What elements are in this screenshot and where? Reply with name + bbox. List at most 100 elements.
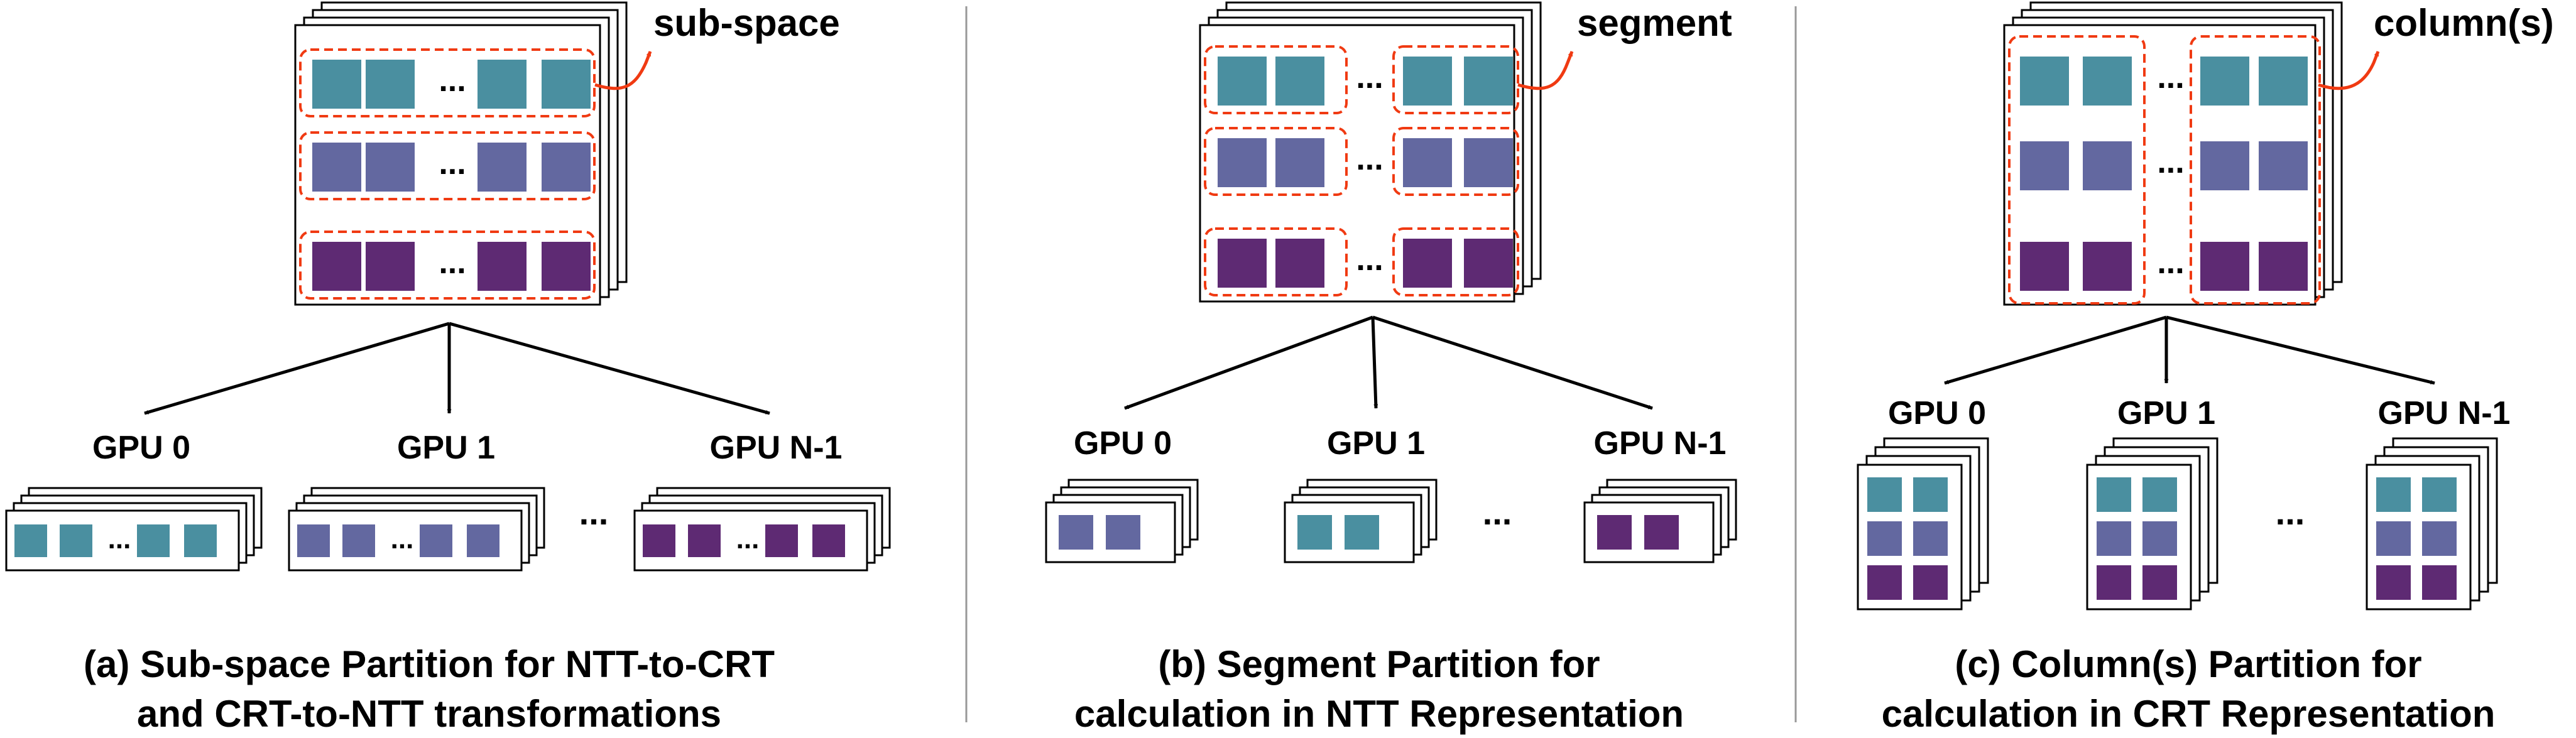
cell: [2142, 477, 2177, 512]
cell: [2200, 141, 2249, 190]
cell: [643, 524, 675, 557]
cell: [1597, 515, 1632, 550]
cell: [542, 242, 591, 291]
cell: [60, 524, 92, 557]
cell: [1464, 138, 1513, 187]
cell: [1345, 515, 1379, 550]
segment-partition-left: [1204, 45, 1348, 114]
b-matrix-stack: .........: [1199, 1, 1574, 303]
gpu-label-0: GPU 0: [1074, 425, 1172, 462]
callout-arrow: [594, 51, 652, 90]
caption-line-2: calculation in NTT Representation: [1074, 693, 1684, 735]
segment-partition-right: [1392, 227, 1519, 296]
segment-partition-left: [1204, 127, 1348, 196]
cell: [542, 60, 591, 109]
cell: [2142, 521, 2177, 556]
cell: [1275, 57, 1324, 106]
cell: [2422, 521, 2457, 556]
cell: [1218, 57, 1267, 106]
cell: [137, 524, 170, 557]
cell: [2083, 242, 2132, 291]
cell: [478, 242, 527, 291]
callout-label: segment: [1577, 2, 1732, 44]
cell: [1644, 515, 1679, 550]
cell: [1275, 239, 1324, 288]
a-distribution-arrows: [144, 322, 770, 415]
gpu-label-1: GPU 1: [2117, 395, 2215, 431]
distribution-arrow: [144, 322, 450, 415]
cell: [366, 143, 415, 192]
ellipsis: ...: [736, 524, 760, 555]
cell: [420, 524, 452, 557]
distribution-arrow: [1944, 315, 2167, 385]
cell: [14, 524, 47, 557]
ellipsis: ...: [2157, 244, 2184, 281]
cell: [1913, 565, 1948, 600]
cell: [366, 60, 415, 109]
cell: [2376, 477, 2411, 512]
panel-c-columns: ......... column(s) GPU 0 GPU 1 GPU N-1 …: [1857, 1, 2554, 735]
gpu-ellipsis: ...: [1483, 492, 1512, 532]
ellipsis: ...: [1356, 241, 1383, 278]
caption-line-1: (a) Sub-space Partition for NTT-to-CRT: [84, 643, 775, 685]
cell: [1464, 239, 1513, 288]
subspace-row-partition: [299, 231, 596, 300]
cell: [184, 524, 217, 557]
distribution-arrow: [1371, 317, 1378, 409]
cell: [688, 524, 721, 557]
callout-arrow: [1517, 51, 1574, 90]
caption-line-2: and CRT-to-NTT transformations: [137, 693, 721, 735]
caption-line-2: calculation in CRT Representation: [1882, 693, 2496, 735]
cell: [478, 143, 527, 192]
ellipsis: ...: [108, 524, 131, 555]
cell: [2020, 141, 2069, 190]
cell: [2422, 477, 2457, 512]
cell: [2200, 57, 2249, 106]
cell: [1867, 477, 1902, 512]
cell: [2083, 141, 2132, 190]
callout-arrow: [2318, 51, 2380, 90]
gpu-label-n-1: GPU N-1: [1594, 425, 1727, 462]
cell: [2376, 565, 2411, 600]
ellipsis: ...: [391, 524, 414, 555]
cell: [366, 242, 415, 291]
cell: [342, 524, 375, 557]
cell: [1218, 138, 1267, 187]
cell: [1403, 57, 1452, 106]
panel-a-subspace: ......... sub-space GPU 0 GPU 1 GPU N-1 …: [5, 1, 891, 735]
cell: [1913, 521, 1948, 556]
cell: [2376, 521, 2411, 556]
c-distribution-arrows: [1944, 315, 2435, 385]
ellipsis: ...: [2157, 144, 2184, 180]
a-gpu-stacks: .........: [5, 487, 891, 572]
cell: [1913, 477, 1948, 512]
column-partition-left: [2008, 35, 2146, 305]
cell: [2259, 57, 2308, 106]
cell: [1403, 138, 1452, 187]
ellipsis: ...: [439, 145, 466, 182]
cell: [1275, 138, 1324, 187]
b-gpu-stacks: [1045, 479, 1737, 563]
cell: [1218, 239, 1267, 288]
ellipsis: ...: [1356, 141, 1383, 177]
caption-line-1: (c) Column(s) Partition for: [1955, 643, 2421, 685]
segment-partition-right: [1392, 45, 1519, 114]
cell: [1464, 57, 1513, 106]
cell: [2259, 242, 2308, 291]
ellipsis: ...: [439, 244, 466, 281]
gpu-label-n-1: GPU N-1: [710, 430, 843, 466]
cell: [2097, 565, 2131, 600]
callout-label: column(s): [2374, 2, 2554, 44]
segment-partition-left: [1204, 227, 1348, 296]
ellipsis: ...: [439, 62, 466, 99]
gpu-label-1: GPU 1: [1327, 425, 1425, 462]
c-matrix-stack: .........: [2003, 1, 2380, 306]
cell: [297, 524, 330, 557]
ellipsis: ...: [2157, 59, 2184, 95]
cell: [2097, 521, 2131, 556]
subspace-row-partition: [299, 131, 596, 200]
ellipsis: ...: [1356, 59, 1383, 95]
c-gpu-stacks: [1857, 437, 2498, 610]
a-matrix-stack: .........: [294, 1, 652, 306]
